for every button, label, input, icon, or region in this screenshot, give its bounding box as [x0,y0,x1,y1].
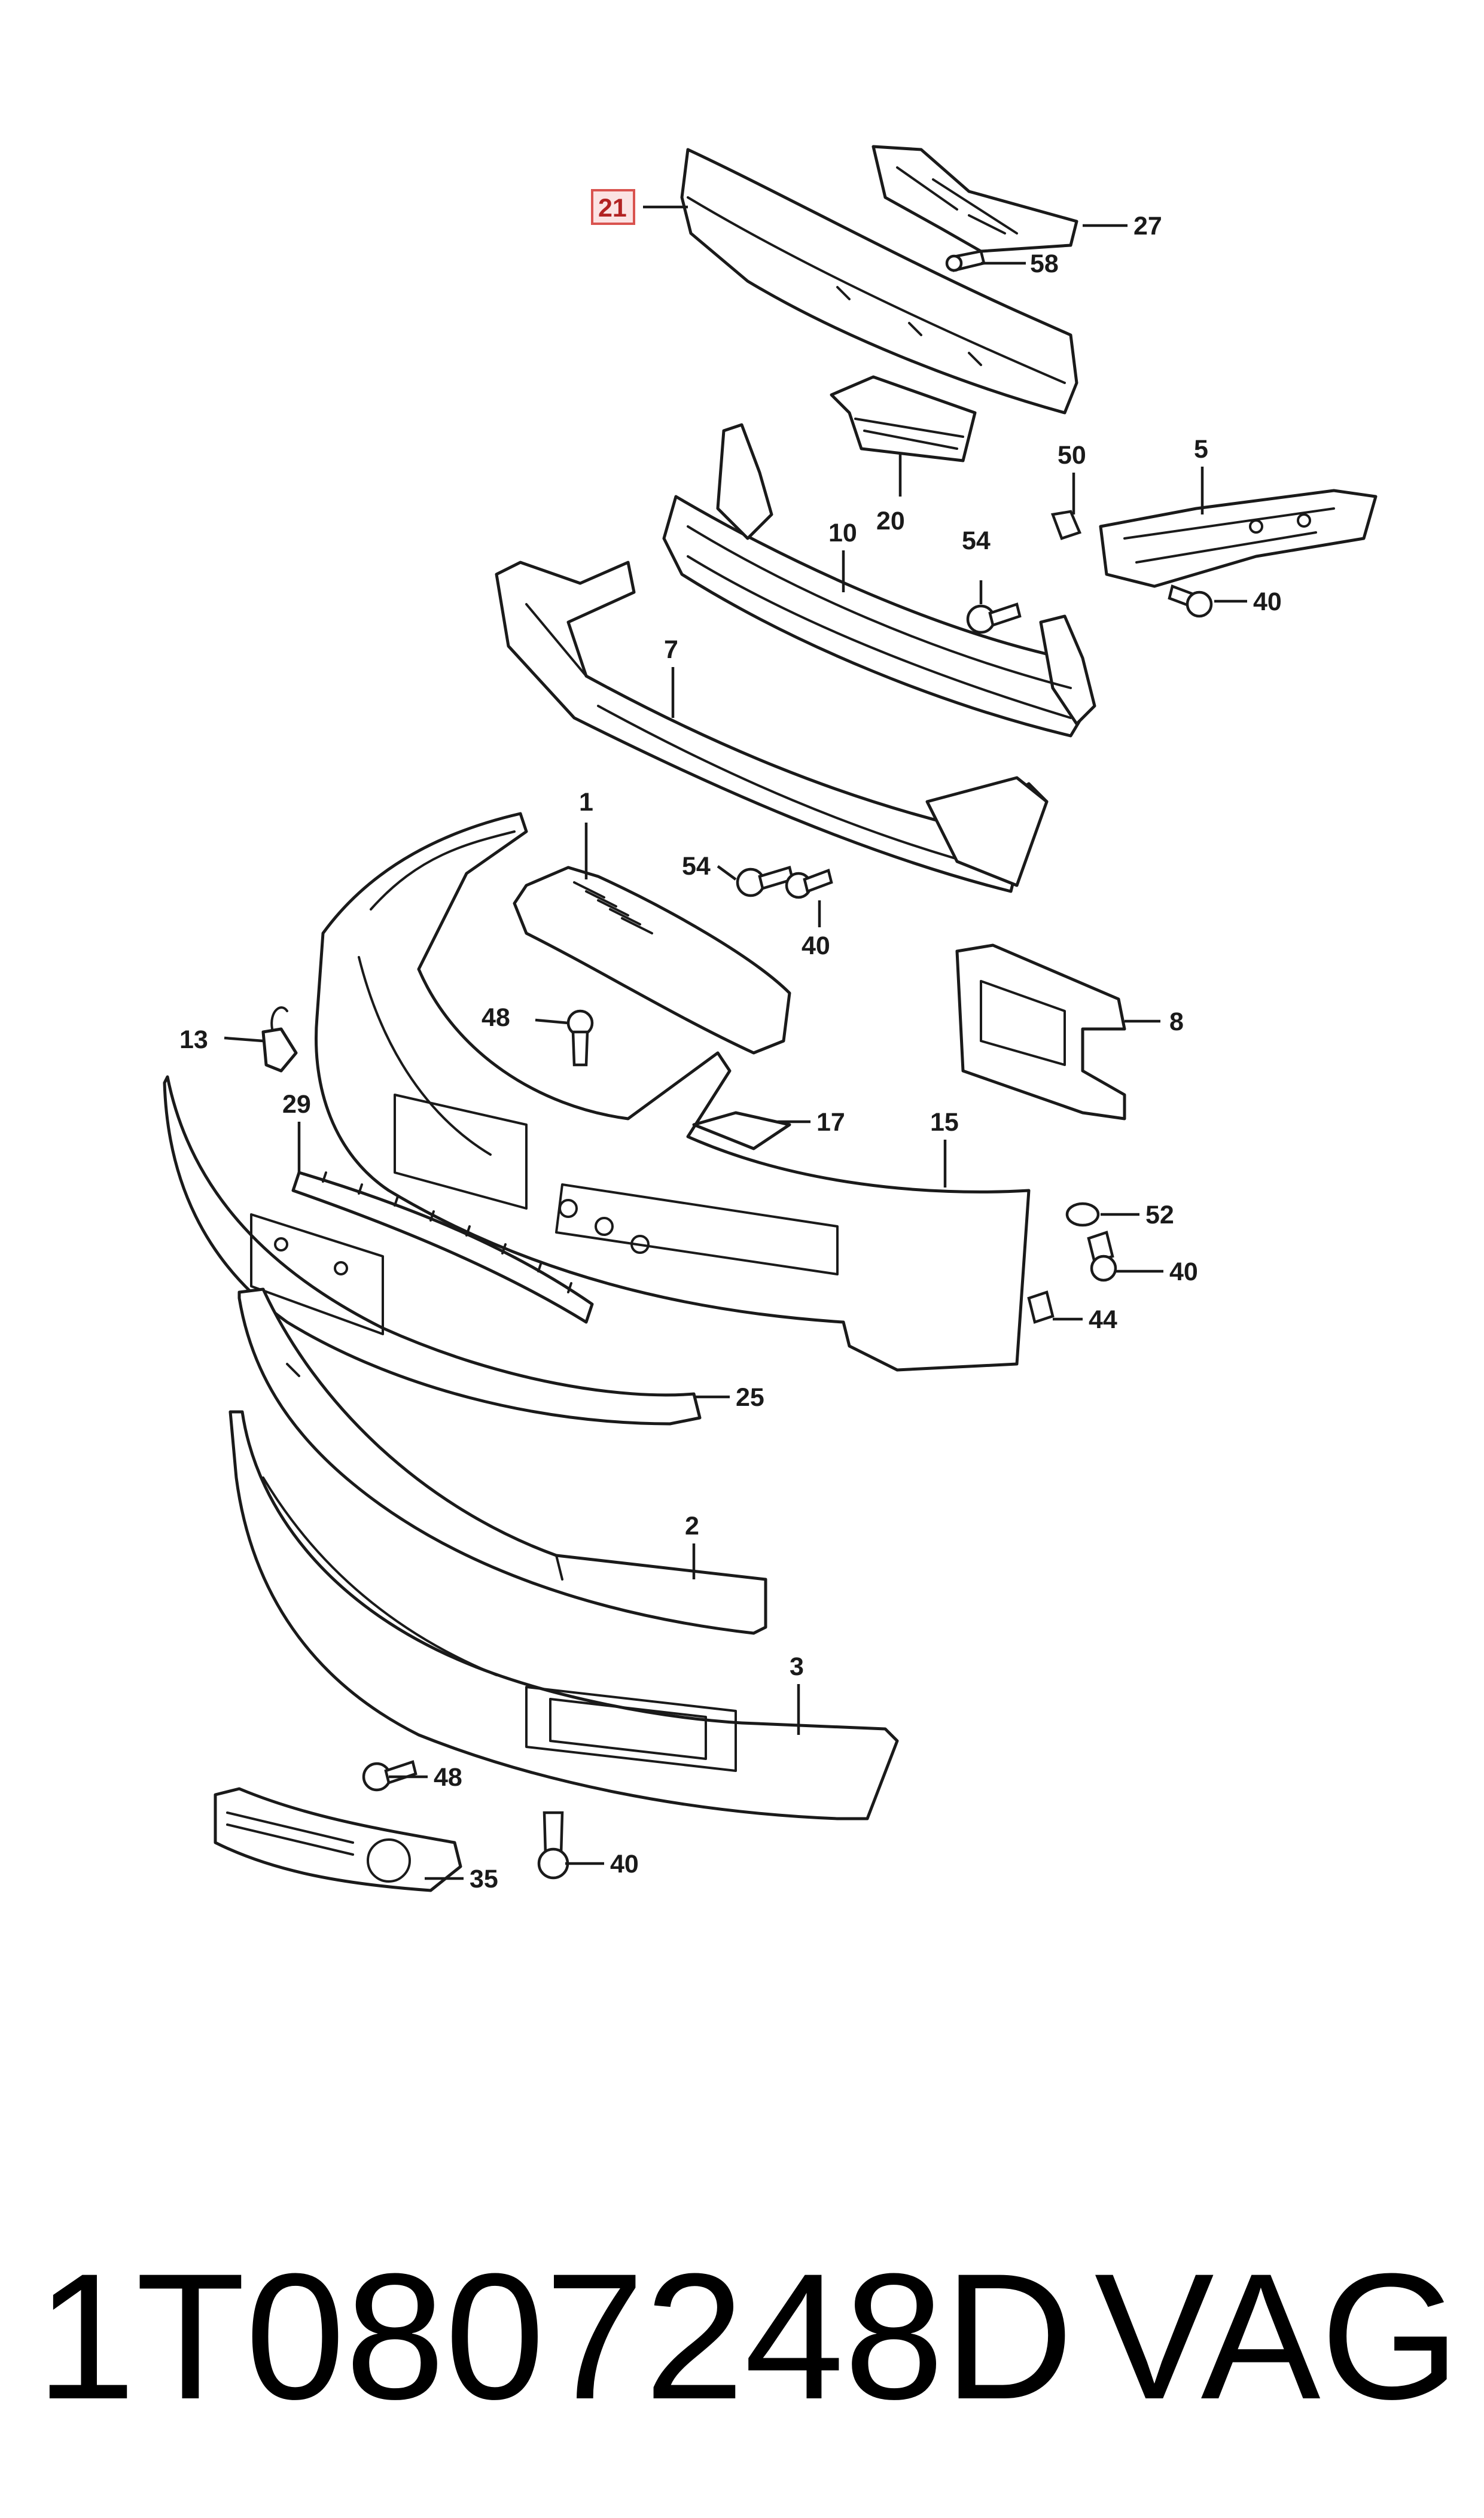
part-7-bumper-carrier[interactable] [495,561,1049,893]
part-25-trim-strip[interactable] [163,1075,702,1426]
part-20-block[interactable] [830,375,977,462]
part-27-bracket[interactable] [871,145,1078,253]
callout-29: 29 [282,1090,311,1119]
part-54-bolt[interactable] [966,602,1022,634]
callout-5: 5 [1194,435,1208,464]
brand-name: VAG [1094,2236,1460,2437]
callout-10: 10 [828,519,857,547]
part-5-side-bracket[interactable] [1099,489,1378,588]
callout-48: 48 [482,1003,510,1032]
callout-35: 35 [470,1865,498,1893]
part-3-lower-grille[interactable] [228,1410,899,1820]
callout-44: 44 [1089,1305,1117,1334]
callout-25: 25 [736,1383,764,1412]
part-52-washer[interactable] [1065,1202,1100,1227]
part-40-bolt-bottom[interactable] [537,1811,569,1880]
callout-1: 1 [579,788,593,817]
part-number: 1T0807248D [36,2236,1074,2437]
callout-40-bottom: 40 [610,1850,639,1878]
part-10-reinforcement-beam[interactable] [662,423,1096,738]
callout-54-lower: 54 [682,852,711,881]
callout-58: 58 [1030,249,1059,278]
part-35-fog-lamp-grille[interactable] [214,1787,462,1892]
part-40-bolt[interactable] [1168,584,1213,618]
callout-48-lower: 48 [434,1763,462,1792]
callout-labels: 21 27 58 20 50 5 10 54 40 7 1 54 40 8 48… [179,189,1282,1893]
callout-15: 15 [930,1108,959,1137]
callout-8: 8 [1169,1007,1184,1036]
part-2-spoiler[interactable] [237,1287,767,1635]
part-44-clip[interactable] [1027,1290,1055,1324]
callout-40-lower: 40 [802,931,830,960]
part-48-bolt[interactable] [566,1009,594,1067]
part-58-screw[interactable] [945,249,986,272]
callout-17: 17 [816,1108,845,1137]
part-13-cap[interactable] [261,1006,298,1073]
callout-7: 7 [664,635,678,664]
callout-20: 20 [876,507,905,535]
callout-40: 40 [1253,587,1282,616]
highlight-box [591,189,635,225]
callout-3: 3 [790,1652,804,1681]
callout-52: 52 [1145,1201,1174,1229]
callout-50: 50 [1058,441,1086,470]
callout-40-side: 40 [1169,1258,1198,1286]
part-15-bumper-cover[interactable] [315,812,1031,1372]
part-40-bolt-lower[interactable] [785,869,833,899]
callout-27: 27 [1133,212,1162,240]
part-21-impact-absorber[interactable] [680,148,1078,415]
part-29-seal-strip[interactable] [291,1171,594,1324]
leader-lines [224,205,1247,1880]
callout-21: 21 [598,194,627,223]
callout-13: 13 [179,1025,208,1054]
part-50-clip[interactable] [1050,510,1082,540]
part-54-bolt-lower[interactable] [736,866,794,897]
callout-54: 54 [962,526,991,555]
callout-2: 2 [685,1512,699,1540]
part-17-cover-plate[interactable] [692,1111,791,1150]
part-1-center-panel[interactable] [513,866,791,1055]
part-40-bolt-side[interactable] [1087,1231,1117,1282]
part-48-bolt-lower[interactable] [362,1760,418,1792]
part-8-frame[interactable] [955,943,1126,1121]
